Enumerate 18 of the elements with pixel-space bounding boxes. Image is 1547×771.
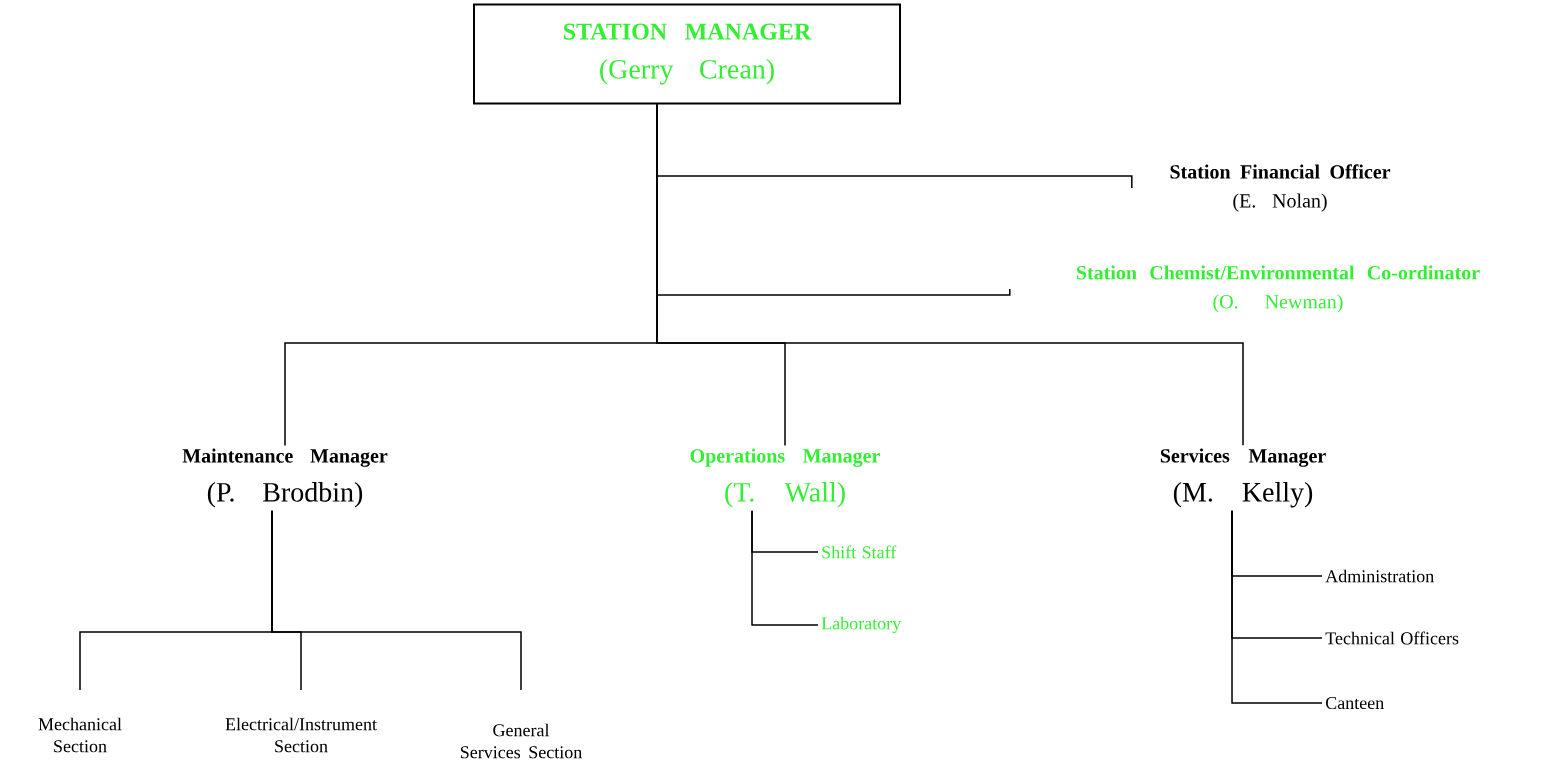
connector-line xyxy=(271,509,522,691)
unit-label: Shift Staff xyxy=(822,545,897,559)
unit-label: Laboratory xyxy=(821,616,902,634)
manager-box: STATION MANAGER (Gerry Crean) xyxy=(473,3,901,105)
section-label: Mechanical Section xyxy=(38,717,122,753)
unit-label: Technical Officers xyxy=(1325,631,1459,645)
role-label: Maintenance Manager (P. Brodbin) xyxy=(182,448,388,508)
role-label: Services Manager (M. Kelly) xyxy=(1160,448,1326,508)
unit-label: Administration xyxy=(1325,569,1434,583)
connector-line xyxy=(656,103,1244,447)
role-label: Station Financial Officer (E. Nolan) xyxy=(1170,164,1391,212)
unit-label: Canteen xyxy=(1325,696,1384,710)
section-label: General Services Section xyxy=(460,723,582,759)
connector-line xyxy=(751,509,819,626)
section-label: Electrical/Instrument Section xyxy=(225,717,377,753)
connector-line xyxy=(1231,509,1323,704)
role-label: Operations Manager (T. Wall) xyxy=(690,448,880,508)
role-label: Station Chemist/Environmental Co-ordinator (O. Newman) xyxy=(1076,265,1480,313)
